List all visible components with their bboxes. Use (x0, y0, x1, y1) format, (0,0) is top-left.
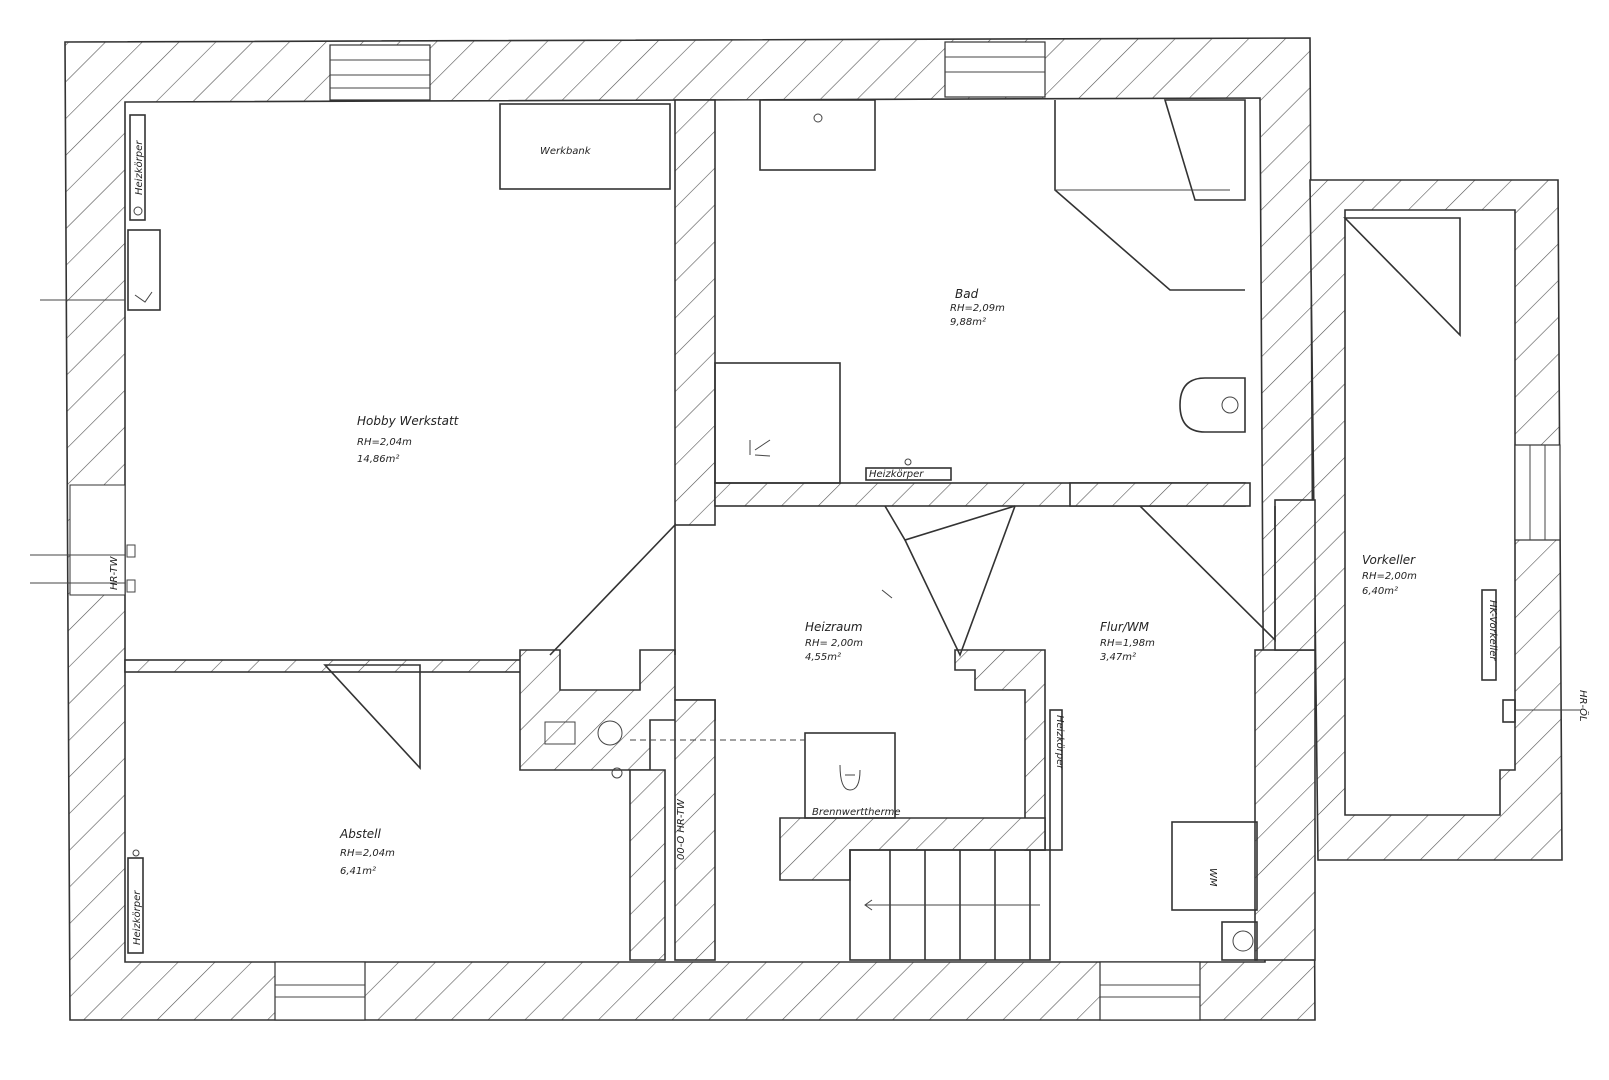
room-label-flur: Flur/WM RH=1,98m 3,47m² (1100, 620, 1155, 663)
label-hr-oel: HR-ÖL (1577, 690, 1590, 722)
room-label-bad: Bad RH=2,09m 9,88m² (950, 287, 1005, 328)
room-name: Heizraum (805, 620, 863, 634)
room-name: Abstell (339, 827, 382, 841)
workshop-fixtures (30, 103, 671, 954)
room-area: 6,40m² (1362, 586, 1398, 597)
interior-walls (124, 99, 1316, 961)
label-heizkoerper-werkstatt: Heizkörper (134, 140, 145, 195)
room-label-heizraum: Heizraum RH= 2,00m 4,55m² (805, 620, 863, 663)
staircase (849, 849, 1051, 961)
room-name: Flur/WM (1100, 620, 1150, 634)
label-wm: WM (1207, 868, 1218, 887)
room-height: RH=2,04m (340, 848, 395, 859)
room-height: RH=2,09m (950, 303, 1005, 314)
room-height: RH=1,98m (1100, 638, 1155, 649)
room-height: RH= 2,00m (805, 638, 863, 649)
room-name: Bad (955, 287, 979, 301)
boiler-room-fixtures (544, 589, 896, 819)
room-label-vorkeller: Vorkeller RH=2,00m 6,40m² (1362, 553, 1417, 597)
label-heizkoerper-bad: Heizkörper (869, 469, 924, 480)
room-label-abstell: Abstell RH=2,04m 6,41m² (339, 827, 395, 877)
doors (323, 99, 1461, 771)
room-area: 3,47m² (1100, 652, 1136, 663)
room-area: 14,86m² (357, 454, 399, 465)
label-werkbank: Werkbank (540, 146, 592, 157)
room-label-werkstatt: Hobby Werkstatt RH=2,04m 14,86m² (357, 414, 460, 465)
room-name: Hobby Werkstatt (357, 414, 460, 428)
label-hr-tw: HR-TW (109, 556, 120, 590)
label-hr-tw-riser: 00-O HR-TW (676, 798, 687, 860)
label-heizkoerper-abstell: Heizkörper (132, 890, 143, 945)
label-brennwerttherme: Brennwerttherme (812, 807, 901, 818)
room-area: 6,41m² (340, 866, 376, 877)
room-height: RH=2,00m (1362, 571, 1417, 582)
windows (69, 41, 1561, 1021)
cellar-fixtures (1481, 589, 1580, 723)
room-area: 9,88m² (950, 317, 986, 328)
room-area: 4,55m² (805, 652, 841, 663)
hallway-fixtures (1049, 709, 1258, 961)
label-heizkoerper-flur: Heizkörper (1054, 715, 1065, 770)
label-heizkoerper-vorkeller: HK-Vorkeller (1487, 600, 1498, 661)
exterior-walls (64, 37, 1316, 1021)
room-height: RH=2,04m (357, 437, 412, 448)
room-name: Vorkeller (1362, 553, 1416, 567)
bathroom-fixtures (714, 99, 1246, 484)
